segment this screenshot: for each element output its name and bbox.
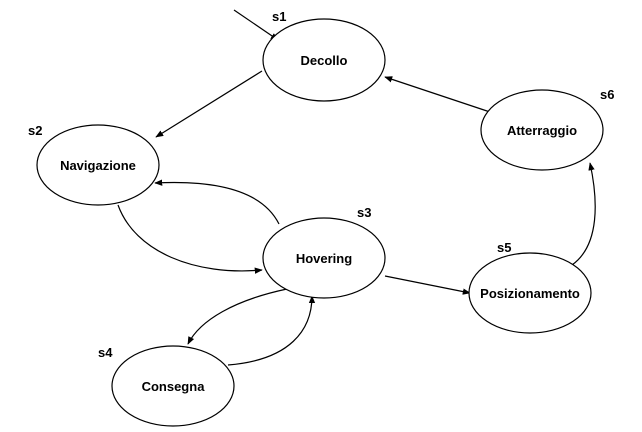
- state-label: Consegna: [142, 379, 206, 394]
- state-label: Posizionamento: [480, 286, 580, 301]
- transition-hovering-to-navigazione: [154, 179, 280, 225]
- state-atterraggio: Atterraggio s6: [480, 87, 614, 171]
- state-label: Navigazione: [60, 158, 136, 173]
- state-id: s2: [28, 123, 42, 138]
- transition-consegna-to-hovering: [227, 295, 316, 366]
- transition-atterraggio-to-decollo: [384, 76, 491, 113]
- state-node: [262, 217, 386, 299]
- state-navigazione: Navigazione s2: [28, 123, 160, 206]
- state-label: Hovering: [296, 251, 352, 266]
- transition-navigazione-to-hovering: [117, 204, 263, 274]
- state-label: Atterraggio: [507, 123, 577, 138]
- state-node: [36, 124, 160, 206]
- state-node: [111, 345, 235, 427]
- state-hovering: Hovering s3: [262, 205, 386, 299]
- state-node: [468, 252, 592, 334]
- state-id: s4: [98, 345, 113, 360]
- state-id: s3: [357, 205, 371, 220]
- state-label: Decollo: [301, 53, 348, 68]
- transition-decollo-to-navigazione: [155, 70, 263, 138]
- state-id: s5: [497, 240, 511, 255]
- transition-hovering-to-posizionamento: [384, 275, 471, 295]
- state-id: s1: [272, 9, 286, 24]
- transition-hovering-to-consegna: [187, 288, 288, 345]
- state-id: s6: [600, 87, 614, 102]
- state-node: [262, 18, 386, 102]
- state-node: [480, 89, 604, 171]
- state-posizionamento: Posizionamento s5: [468, 240, 592, 334]
- transition-posizionamento-to-atterraggio: [571, 162, 596, 266]
- initial-transition-arrow: [233, 9, 279, 41]
- state-consegna: Consegna s4: [98, 345, 235, 427]
- transitions: [117, 9, 596, 366]
- state-decollo: Decollo s1: [262, 9, 386, 102]
